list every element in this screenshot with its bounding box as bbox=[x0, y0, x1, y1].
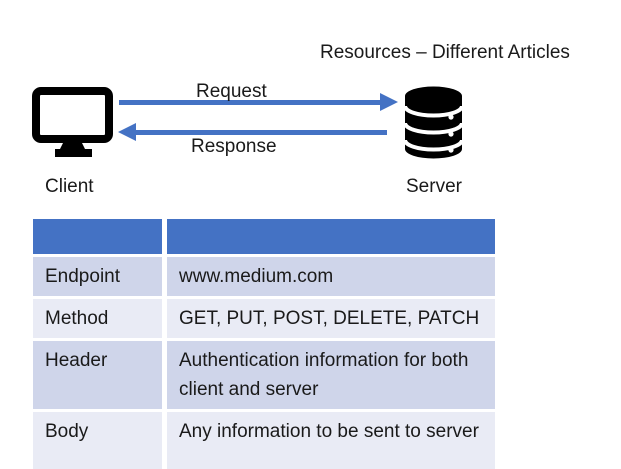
response-label: Response bbox=[191, 136, 277, 157]
table-row-key: Header bbox=[33, 341, 162, 409]
table-row-value: www.medium.com bbox=[167, 257, 495, 296]
table-row-value: Any information to be sent to server bbox=[167, 412, 495, 469]
table-row-key: Endpoint bbox=[33, 257, 162, 296]
table-row-key: Body bbox=[33, 412, 162, 469]
table-header-value bbox=[167, 219, 495, 254]
database-icon bbox=[402, 86, 465, 165]
table-row-value: GET, PUT, POST, DELETE, PATCH bbox=[167, 299, 495, 338]
response-arrow-line bbox=[136, 130, 387, 135]
diagram-title: Resources – Different Articles bbox=[320, 42, 570, 63]
monitor-icon bbox=[31, 86, 114, 163]
table-row-value: Authentication information for both clie… bbox=[167, 341, 495, 409]
server-label: Server bbox=[406, 176, 462, 197]
request-arrow-line bbox=[119, 100, 382, 105]
client-label: Client bbox=[45, 176, 94, 197]
request-label: Request bbox=[196, 81, 267, 102]
request-parts-table: Endpoint www.medium.com Method GET, PUT,… bbox=[33, 219, 495, 469]
table-row-key: Method bbox=[33, 299, 162, 338]
response-arrowhead-icon bbox=[118, 123, 136, 141]
request-arrowhead-icon bbox=[380, 93, 398, 111]
table-header-key bbox=[33, 219, 162, 254]
